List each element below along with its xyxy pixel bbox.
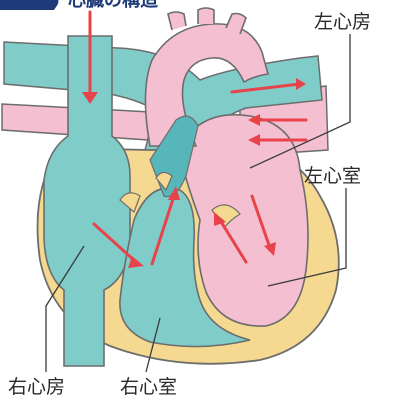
- label-left-ventricle: 左心室: [304, 165, 361, 187]
- title-badge: [0, 0, 58, 10]
- label-right-ventricle: 右心室: [120, 376, 177, 398]
- label-left-atrium: 左心房: [314, 11, 371, 33]
- label-right-atrium: 右心房: [8, 376, 65, 398]
- page-title: 心臓の構造: [68, 0, 158, 11]
